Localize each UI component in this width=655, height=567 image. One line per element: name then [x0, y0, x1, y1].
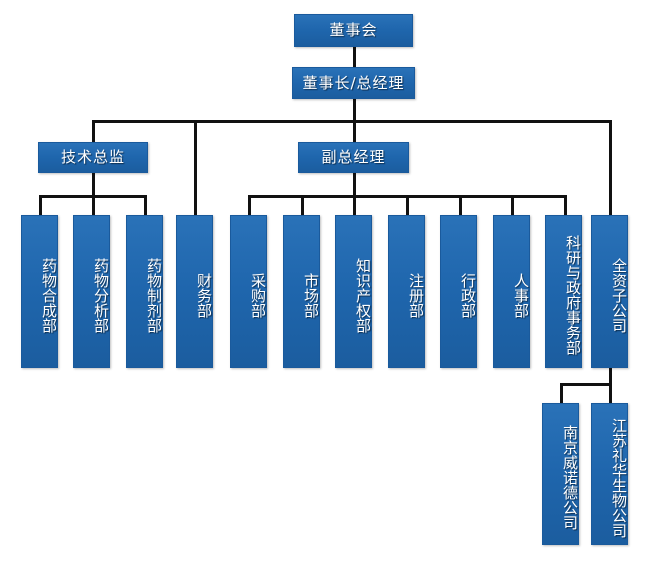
- connector-tech-bus-to-formulation: [144, 195, 147, 215]
- node-tech-director[interactable]: 技术总监: [38, 142, 148, 173]
- node-department-registration[interactable]: 注册部: [388, 215, 425, 368]
- node-department-marketing[interactable]: 市场部: [283, 215, 320, 368]
- node-department-intellectual-property[interactable]: 知识产权部: [335, 215, 372, 368]
- connector-bus-to-deputy-gm: [353, 120, 356, 143]
- node-department-finance[interactable]: 财务部: [176, 215, 213, 368]
- connector-subsidiary-bus: [560, 383, 612, 386]
- node-subsidiary-jiangsu-lihua-biology[interactable]: 江苏礼华生物公司: [591, 403, 628, 545]
- connector-deputy-gm-down: [353, 172, 356, 197]
- connector-bus-to-subsidiary-group: [609, 120, 612, 215]
- connector-deputy-bus-to-registration: [406, 195, 409, 215]
- connector-deputy-bus-to-purchasing: [248, 195, 251, 215]
- connector-subsidiary-bus-to-nanjing: [560, 383, 563, 403]
- node-department-drug-formulation[interactable]: 药物制剂部: [126, 215, 163, 368]
- node-department-drug-analysis[interactable]: 药物分析部: [73, 215, 110, 368]
- connector-tech-bus-to-synthesis: [39, 195, 42, 215]
- node-department-research-and-government-affairs[interactable]: 科研与政府事务部: [545, 215, 582, 368]
- connector-main-bus: [92, 120, 612, 123]
- connector-bus-to-finance: [194, 120, 197, 215]
- connector-tech-bus-to-analysis: [92, 195, 95, 215]
- node-department-purchasing[interactable]: 采购部: [230, 215, 267, 368]
- connector-deputy-bus-to-hr: [511, 195, 514, 215]
- connector-chairman-down: [353, 98, 356, 121]
- node-board[interactable]: 董事会: [294, 14, 413, 47]
- connector-tech-director-down: [92, 172, 95, 197]
- connector-deputy-bus-to-research-gov: [564, 195, 567, 215]
- connector-deputy-bus-to-administration: [459, 195, 462, 215]
- connector-board-to-chairman: [353, 47, 356, 68]
- connector-bus-to-tech-director: [92, 120, 95, 143]
- node-wholly-owned-subsidiary-group[interactable]: 全资子公司: [591, 215, 628, 368]
- node-department-human-resources[interactable]: 人事部: [493, 215, 530, 368]
- connector-subsidiary-group-down: [609, 368, 612, 385]
- node-department-administration[interactable]: 行政部: [440, 215, 477, 368]
- node-deputy-gm[interactable]: 副总经理: [298, 142, 409, 173]
- connector-deputy-bus-to-ip: [353, 195, 356, 215]
- connector-deputy-bus-to-marketing: [301, 195, 304, 215]
- node-department-drug-synthesis[interactable]: 药物合成部: [21, 215, 58, 368]
- connector-subsidiary-bus-to-jiangsu: [609, 383, 612, 403]
- node-subsidiary-nanjing-weinuode[interactable]: 南京威诺德公司: [542, 403, 579, 545]
- node-chairman-gm[interactable]: 董事长/总经理: [292, 67, 415, 99]
